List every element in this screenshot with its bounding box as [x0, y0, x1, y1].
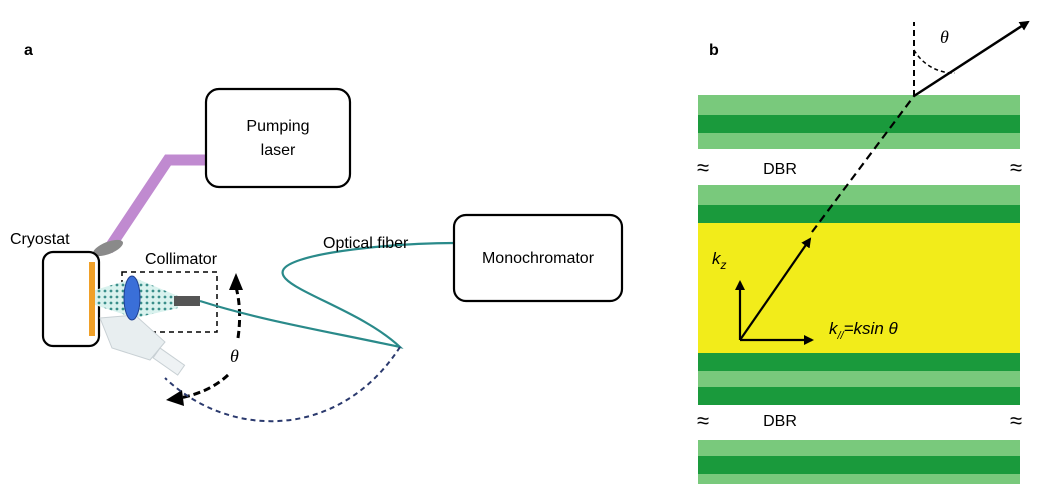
dbr-bottom-stripe-6	[698, 474, 1020, 484]
rotation-arrowhead-up	[229, 273, 243, 290]
cryostat-label: Cryostat	[10, 231, 70, 248]
rotated-fiber-path	[164, 346, 401, 423]
lens	[123, 275, 141, 321]
pumping-laser-label-line1: Pumping	[246, 118, 309, 135]
cavity-layer	[698, 223, 1020, 353]
fiber-coupler	[174, 296, 200, 306]
panel-a-letter: a	[24, 42, 33, 59]
theta-label-a: θ	[230, 346, 239, 366]
kz-label: kz	[712, 249, 727, 272]
dbr-top-stripe-2	[698, 115, 1020, 133]
theta-arc	[913, 49, 956, 74]
theta-label-b: θ	[940, 27, 949, 47]
break-glyph-bottom-left: ≈	[697, 408, 709, 433]
optical-fiber-label: Optical fiber	[323, 235, 409, 252]
panel-b-letter: b	[709, 42, 719, 59]
emission-ray	[913, 20, 1030, 98]
internal-ray-dashed	[811, 95, 915, 233]
dbr-bottom-stripe-5	[698, 456, 1020, 474]
dbr-bottom-stripe-1	[698, 353, 1020, 371]
dbr-bottom-stripe-2	[698, 371, 1020, 387]
dbr-top-stripe-1	[698, 95, 1020, 115]
dbr-bottom-stripe-4	[698, 440, 1020, 456]
dbr-top-label: DBR	[763, 161, 797, 178]
kpar-label: k//=ksin θ	[829, 319, 899, 342]
break-glyph-top-left: ≈	[697, 155, 709, 180]
pumping-laser-box	[204, 87, 352, 189]
mirror	[92, 239, 124, 257]
dbr-top-stripe-3	[698, 133, 1020, 149]
break-glyph-bottom-right: ≈	[1010, 408, 1022, 433]
rotation-arrowhead-down	[166, 390, 184, 406]
sample	[89, 262, 95, 336]
dbr-bottom-label: DBR	[763, 413, 797, 430]
monochromator-label: Monochromator	[482, 250, 595, 267]
pumping-laser-label-line2: laser	[261, 142, 296, 159]
rotated-collimator-ghost-tube	[152, 347, 186, 376]
dbr-bottom-stripe-3	[698, 387, 1020, 405]
dbr-top-stripe-5	[698, 205, 1020, 223]
collimator-label: Collimator	[145, 251, 218, 268]
break-glyph-top-right: ≈	[1010, 155, 1022, 180]
k-vector	[739, 237, 812, 341]
rotated-collimator-ghost	[99, 314, 166, 361]
pump-laser-beam	[103, 154, 210, 254]
rotation-arrow-down	[179, 373, 230, 400]
optical-fiber	[199, 241, 456, 349]
monochromator-box	[452, 213, 624, 303]
dbr-top-stripe-4	[698, 185, 1020, 205]
